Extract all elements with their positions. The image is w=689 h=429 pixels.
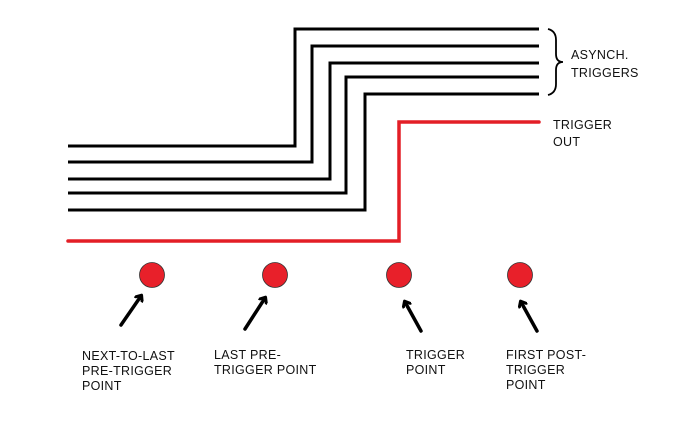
trigger-out-label-line-2: OUT	[553, 135, 580, 149]
async-trigger-line-2	[68, 44, 539, 164]
label-line: FIRST POST-	[506, 348, 586, 362]
label-line: PRE-TRIGGER	[82, 364, 172, 378]
async-trigger-lines	[68, 27, 539, 212]
async-trigger-line-1	[68, 27, 539, 148]
label-trigger: TRIGGER POINT	[406, 348, 465, 377]
label-line: LAST PRE-	[214, 348, 281, 362]
async-triggers-label-line-2: TRIGGERS	[571, 66, 639, 80]
label-line: TRIGGER	[406, 348, 465, 362]
async-triggers-label-line-1: ASYNCH.	[571, 48, 629, 62]
label-next-to-last-pre-trigger: NEXT-TO-LAST PRE-TRIGGER POINT	[82, 349, 175, 393]
trigger-out-label-line-1: TRIGGER	[553, 118, 612, 132]
arrow-trigger	[405, 302, 423, 333]
label-line: TRIGGER POINT	[214, 363, 317, 377]
label-line: POINT	[82, 379, 122, 393]
async-trigger-line-5	[68, 92, 539, 212]
label-last-pre-trigger: LAST PRE- TRIGGER POINT	[214, 348, 317, 377]
arrow-first-post-trigger	[521, 302, 539, 333]
sample-point-trigger	[386, 262, 412, 288]
label-line: TRIGGER	[506, 363, 565, 377]
async-trigger-line-3	[68, 61, 539, 181]
label-line: NEXT-TO-LAST	[82, 349, 175, 363]
sample-point-next-to-last-pre-trigger	[139, 262, 165, 288]
label-first-post-trigger: FIRST POST- TRIGGER POINT	[506, 348, 586, 392]
sample-point-first-post-trigger	[507, 262, 533, 288]
label-line: POINT	[506, 378, 546, 392]
async-trigger-line-4	[68, 75, 539, 195]
async-triggers-brace	[547, 28, 564, 96]
sample-point-last-pre-trigger	[262, 262, 288, 288]
arrow-last-pre-trigger	[243, 298, 265, 331]
arrow-next-to-last-pre-trigger	[119, 296, 141, 327]
label-line: POINT	[406, 363, 446, 377]
trigger-out-line	[66, 120, 541, 243]
